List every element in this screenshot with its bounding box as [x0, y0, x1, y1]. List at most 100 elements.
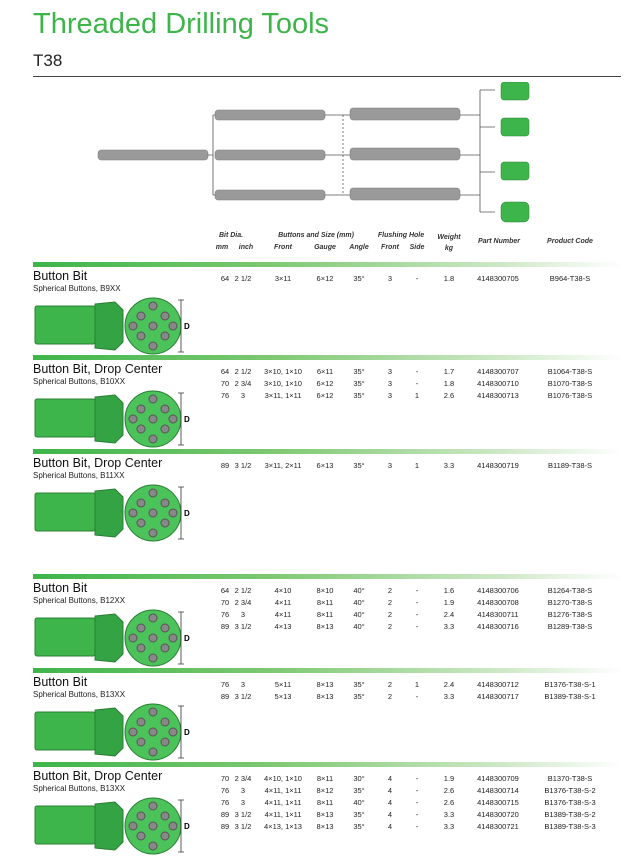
section-bar [33, 262, 623, 267]
diameter-mm: 70 [220, 598, 230, 607]
diameter-mm: 70 [220, 774, 230, 783]
angle: 40° [353, 798, 365, 807]
title-divider [33, 76, 621, 77]
button-bit-illustration [34, 484, 184, 542]
flushing-side: - [415, 786, 419, 795]
flushing-front: 3 [387, 367, 393, 376]
part-number: 4148300720 [477, 810, 519, 819]
front-buttons: 4×13 [274, 622, 292, 631]
weight: 2.6 [443, 786, 455, 795]
weight: 2.4 [443, 610, 455, 619]
part-number: 4148300713 [477, 391, 519, 400]
front-buttons: 4×11, 1×11 [264, 786, 302, 795]
product-code: B1389-T38-S-2 [544, 810, 596, 819]
angle: 40° [353, 586, 365, 595]
column-header-gauge: Gauge [314, 244, 336, 251]
diameter-label: D [184, 509, 190, 518]
front-buttons: 3×10, 1×10 [264, 379, 302, 388]
diameter-label: D [184, 634, 190, 643]
flushing-front: 2 [387, 692, 393, 701]
drill-string-diagram [97, 82, 530, 223]
gauge-buttons: 8×13 [316, 622, 334, 631]
section-title: Button Bit, Drop Center [33, 456, 163, 470]
diameter-mm: 76 [220, 798, 230, 807]
diameter-inch: 2 3/4 [234, 598, 252, 607]
front-buttons: 4×11 [274, 610, 292, 619]
button-bit-illustration [34, 297, 184, 355]
column-header-front: Front [274, 244, 292, 251]
section-bar [33, 574, 623, 579]
flushing-side: 1 [414, 391, 420, 400]
front-buttons: 4×10, 1×10 [264, 774, 302, 783]
flushing-side: 1 [414, 680, 420, 689]
flushing-front: 3 [387, 379, 393, 388]
part-number: 4148300706 [477, 586, 519, 595]
button-bit-illustration [34, 609, 184, 667]
part-number: 4148300716 [477, 622, 519, 631]
weight: 3.3 [443, 461, 455, 470]
flushing-front: 2 [387, 622, 393, 631]
product-code: B1276-T38-S [547, 610, 593, 619]
angle: 35° [353, 692, 365, 701]
column-header-bit-dia: Bit Dia. [218, 232, 244, 239]
gauge-buttons: 6×12 [316, 274, 334, 283]
section-bar [33, 449, 623, 454]
column-header-inch: inch [238, 244, 254, 251]
gauge-buttons: 8×13 [316, 692, 334, 701]
part-number: 4148300717 [477, 692, 519, 701]
weight: 1.9 [443, 774, 455, 783]
angle: 40° [353, 610, 365, 619]
front-buttons: 3×11, 1×11 [264, 391, 302, 400]
gauge-buttons: 6×11 [316, 367, 334, 376]
flushing-side: - [415, 610, 419, 619]
diameter-mm: 64 [220, 367, 230, 376]
angle: 35° [353, 810, 365, 819]
front-buttons: 5×13 [274, 692, 292, 701]
column-header-fl-front: Front [381, 244, 399, 251]
diameter-inch: 3 1/2 [234, 692, 252, 701]
gauge-buttons: 8×11 [316, 774, 334, 783]
gauge-buttons: 8×11 [316, 610, 334, 619]
button-bit-illustration [34, 703, 184, 761]
diameter-mm: 89 [220, 810, 230, 819]
diameter-inch: 3 [240, 786, 246, 795]
front-buttons: 5×11 [274, 680, 292, 689]
flushing-side: - [415, 692, 419, 701]
angle: 35° [353, 822, 365, 831]
weight: 2.6 [443, 798, 455, 807]
flushing-side: - [415, 586, 419, 595]
flushing-side: - [415, 798, 419, 807]
angle: 35° [353, 786, 365, 795]
gauge-buttons: 8×11 [316, 798, 334, 807]
column-header-code: Product Code [547, 238, 593, 245]
column-header-angle: Angle [349, 244, 369, 251]
diameter-inch: 2 1/2 [234, 586, 252, 595]
product-code: B1389-T38-S-1 [544, 692, 596, 701]
section-title: Button Bit, Drop Center [33, 769, 163, 783]
flushing-side: - [415, 774, 419, 783]
button-bit-illustration [34, 797, 184, 855]
weight: 3.3 [443, 810, 455, 819]
page-subtitle: T38 [33, 51, 63, 70]
angle: 35° [353, 680, 365, 689]
gauge-buttons: 6×12 [316, 379, 334, 388]
product-code: B1264-T38-S [547, 586, 593, 595]
part-number: 4148300714 [477, 786, 519, 795]
angle: 35° [353, 461, 365, 470]
product-section: Button Bit, Drop Center Spherical Button… [33, 449, 623, 542]
front-buttons: 4×11 [274, 598, 292, 607]
